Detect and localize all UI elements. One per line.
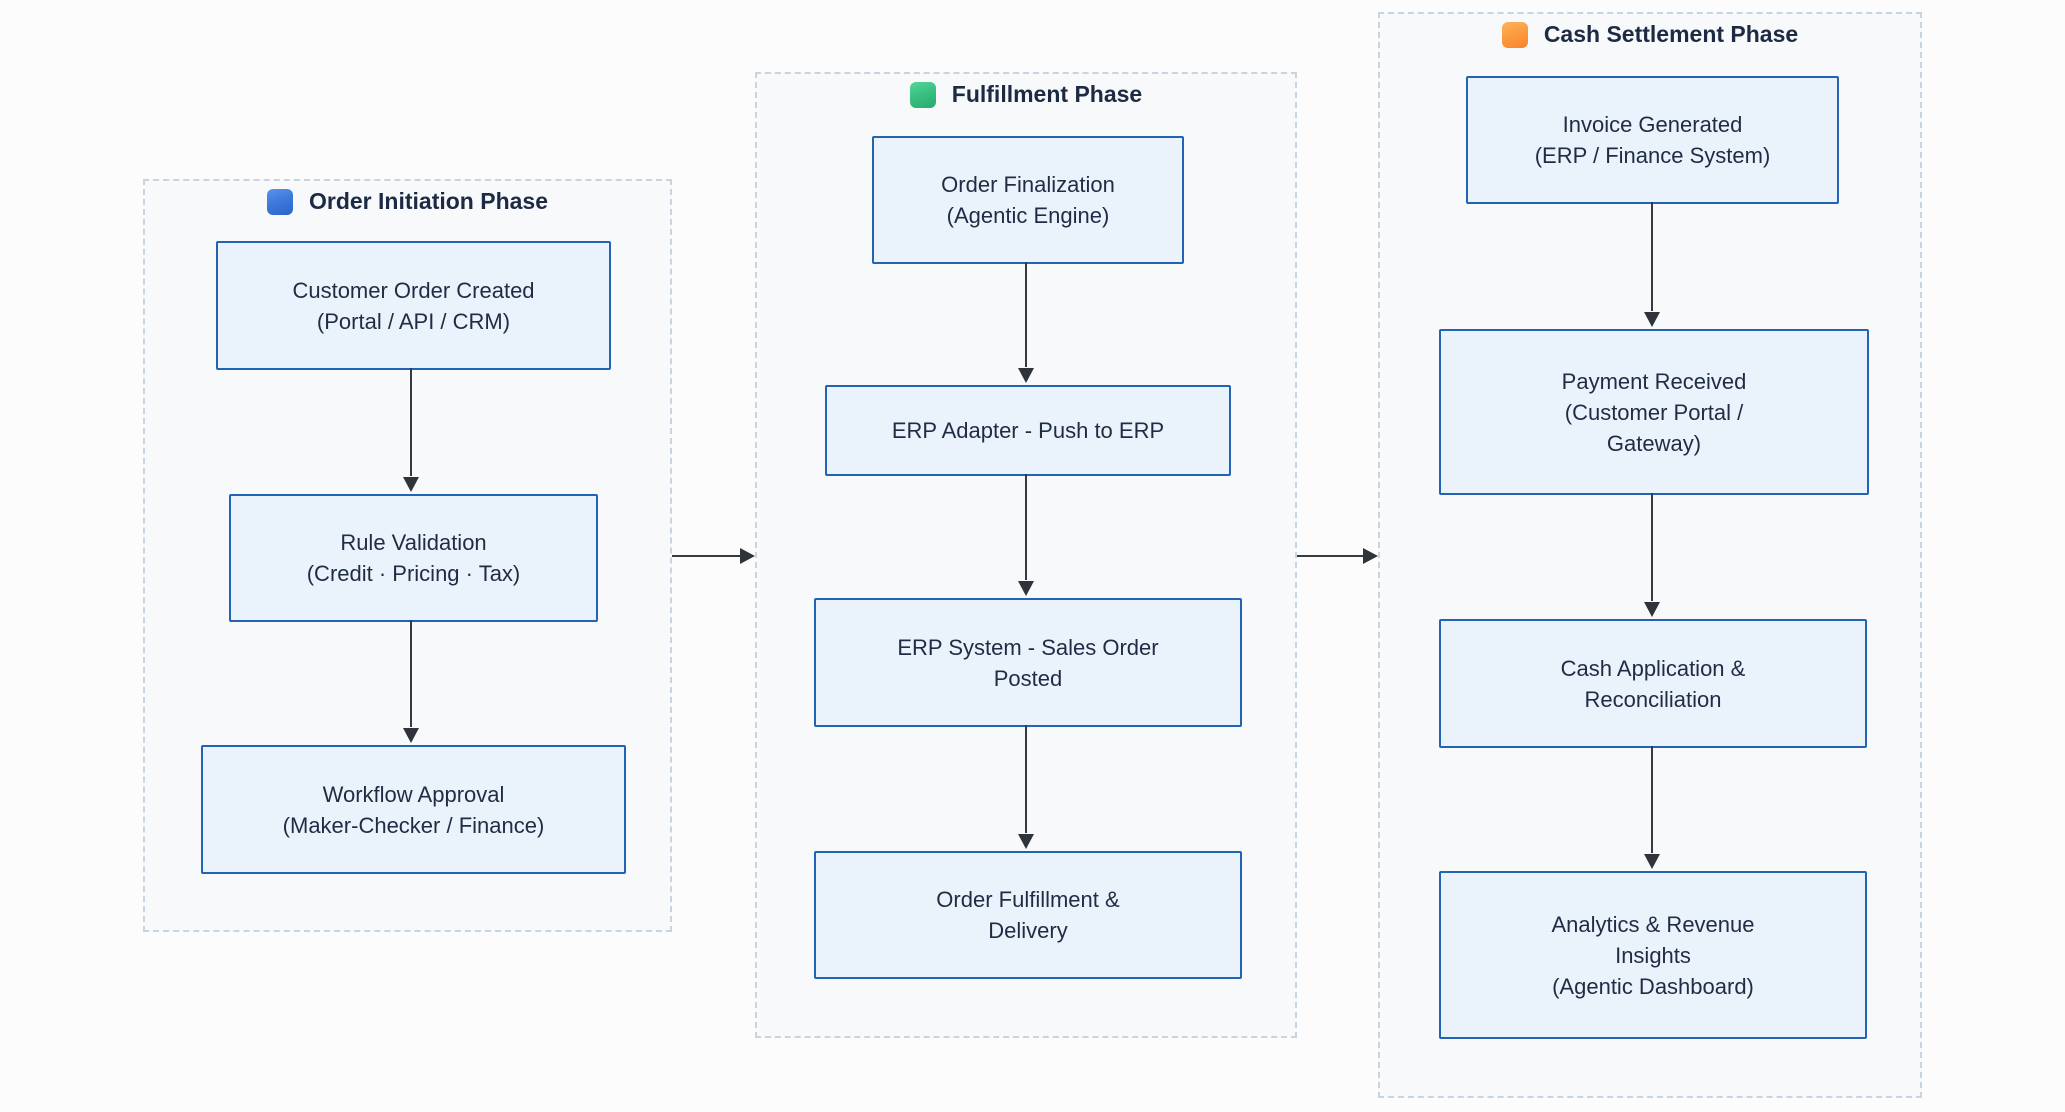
arrow-head-down-icon: [1644, 602, 1660, 617]
phase-fulfillment: Fulfillment Phase Order Finalization (Ag…: [755, 72, 1297, 1038]
phase-fulfillment-title: Fulfillment Phase: [757, 81, 1295, 108]
arrow-head-down-icon: [403, 728, 419, 743]
arrow-line: [1025, 474, 1027, 580]
blue-square-icon: [267, 188, 293, 215]
phase-order-initiation-title: Order Initiation Phase: [145, 188, 670, 215]
node-order-finalization: Order Finalization (Agentic Engine): [872, 136, 1184, 264]
arrow-head-right-icon: [1363, 548, 1378, 564]
phase-title-label: Cash Settlement Phase: [1543, 21, 1799, 47]
phase-order-initiation: Order Initiation Phase Customer Order Cr…: [143, 179, 672, 932]
phase-cash-settlement: Cash Settlement Phase Invoice Generated …: [1378, 12, 1922, 1098]
arrow-head-down-icon: [1018, 581, 1034, 596]
phase-title-label: Fulfillment Phase: [951, 81, 1143, 107]
arrow-line: [672, 555, 740, 557]
arrow-line: [1651, 493, 1653, 601]
arrow-head-right-icon: [740, 548, 755, 564]
arrow-head-down-icon: [1644, 854, 1660, 869]
arrow-line: [1651, 746, 1653, 853]
arrow-line: [1025, 725, 1027, 833]
node-erp-adapter: ERP Adapter - Push to ERP: [825, 385, 1231, 476]
node-workflow-approval: Workflow Approval (Maker-Checker / Finan…: [201, 745, 626, 874]
arrow-line: [410, 368, 412, 476]
green-square-icon: [909, 81, 936, 108]
arrow-head-down-icon: [403, 477, 419, 492]
node-order-fulfillment-delivery: Order Fulfillment & Delivery: [814, 851, 1242, 979]
phase-cash-settlement-title: Cash Settlement Phase: [1380, 21, 1920, 48]
node-rule-validation: Rule Validation (Credit · Pricing · Tax): [229, 494, 598, 622]
phase-title-label: Order Initiation Phase: [309, 188, 548, 214]
orange-square-icon: [1501, 21, 1528, 48]
node-payment-received: Payment Received (Customer Portal / Gate…: [1439, 329, 1869, 495]
arrow-line: [1297, 555, 1363, 557]
arrow-head-down-icon: [1018, 834, 1034, 849]
node-cash-application: Cash Application & Reconciliation: [1439, 619, 1867, 748]
arrow-line: [410, 620, 412, 727]
arrow-head-down-icon: [1018, 368, 1034, 383]
arrow-line: [1025, 262, 1027, 367]
arrow-head-down-icon: [1644, 312, 1660, 327]
node-erp-system-sales-order: ERP System - Sales Order Posted: [814, 598, 1242, 727]
arrow-line: [1651, 202, 1653, 311]
node-invoice-generated: Invoice Generated (ERP / Finance System): [1466, 76, 1839, 204]
node-customer-order-created: Customer Order Created (Portal / API / C…: [216, 241, 611, 370]
node-analytics-revenue-insights: Analytics & Revenue Insights (Agentic Da…: [1439, 871, 1867, 1039]
